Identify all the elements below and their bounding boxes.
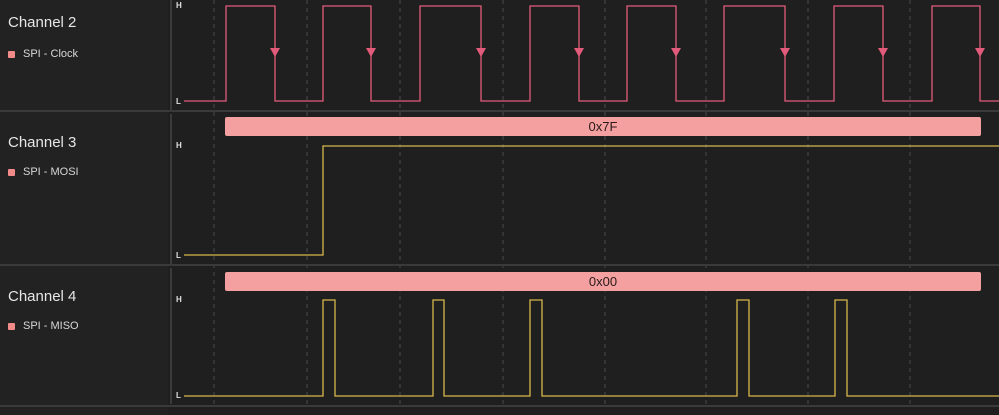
channel-3-signal-label: SPI - MOSI (23, 166, 79, 178)
miso-byte-value: 0x00 (589, 274, 617, 289)
channel-2-signal[interactable]: SPI - Clock (8, 48, 78, 60)
clock-edge-markers (270, 48, 985, 57)
channel-3-low-label: L (176, 251, 181, 260)
channel-separator (0, 264, 999, 266)
analyzer-color-icon (8, 50, 15, 58)
miso-decode-frame[interactable]: 0x00 (225, 272, 981, 291)
mosi-byte-value: 0x7F (589, 119, 618, 134)
channel-2-high-label: H (176, 1, 182, 10)
channel-4-high-label: H (176, 295, 182, 304)
channel-2-low-label: L (176, 97, 181, 106)
edge-marker-icon (574, 48, 584, 57)
edge-marker-icon (366, 48, 376, 57)
mosi-waveform (184, 145, 999, 256)
edge-marker-icon (780, 48, 790, 57)
channel-4-title[interactable]: Channel 4 (8, 288, 77, 305)
edge-marker-icon (975, 48, 985, 57)
channel-4-signal-label: SPI - MISO (23, 320, 79, 332)
channel-3-signal[interactable]: SPI - MOSI (8, 166, 79, 178)
edge-marker-icon (270, 48, 280, 57)
channel-2-title[interactable]: Channel 2 (8, 14, 77, 31)
analyzer-color-icon (8, 168, 15, 176)
channel-2-signal-label: SPI - Clock (23, 48, 79, 60)
channel-3-high-label: H (176, 141, 182, 150)
channel-4-signal[interactable]: SPI - MISO (8, 320, 79, 332)
channel-3-title[interactable]: Channel 3 (8, 134, 77, 151)
miso-waveform (184, 299, 999, 397)
channel-separator (0, 110, 999, 112)
edge-marker-icon (878, 48, 888, 57)
edge-marker-icon (671, 48, 681, 57)
edge-marker-icon (476, 48, 486, 57)
mosi-decode-frame[interactable]: 0x7F (225, 117, 981, 136)
clock-waveform (184, 5, 999, 102)
channel-separator (0, 405, 999, 407)
channel-sidebar (0, 0, 168, 415)
analyzer-color-icon (8, 322, 15, 330)
time-grid (213, 0, 911, 406)
channel-4-low-label: L (176, 391, 181, 400)
